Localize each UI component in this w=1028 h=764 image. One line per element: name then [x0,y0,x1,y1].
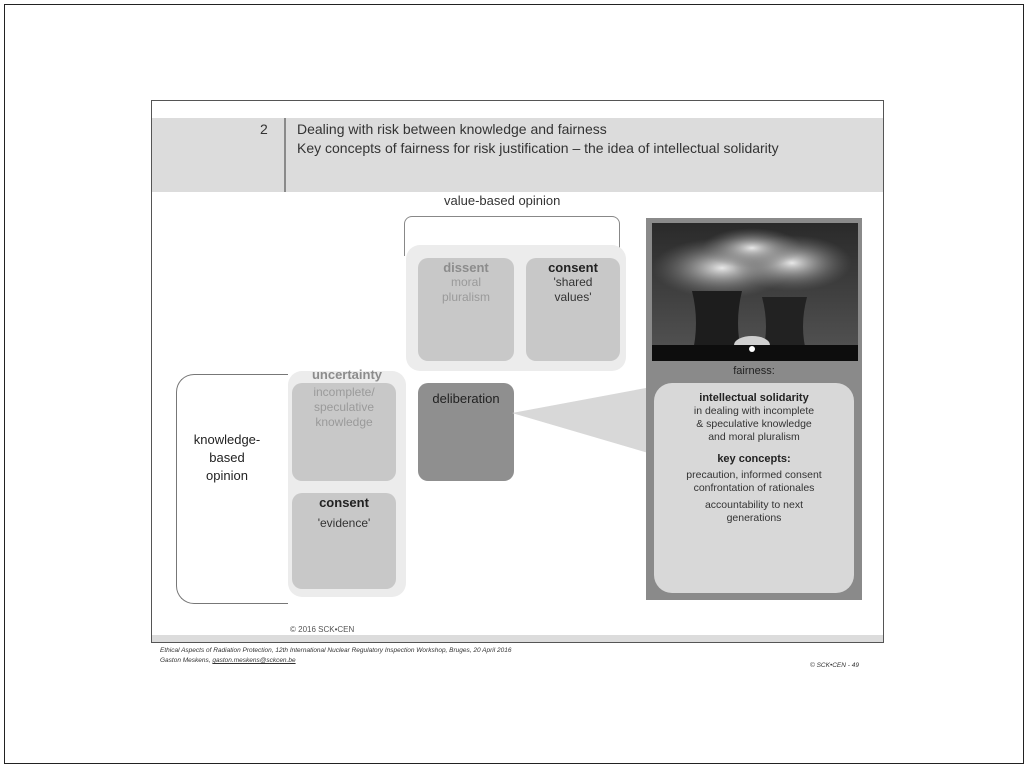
slide: 2 Dealing with risk between knowledge an… [151,100,884,643]
key-concepts-line3: accountability to next [704,499,804,511]
consent-shared-values-box: consent 'shared values' [526,258,620,361]
kbo-line3: opinion [206,468,248,483]
key-concepts-title: key concepts: [717,453,791,465]
knowledge-based-bracket [176,374,288,604]
footer-author: Gaston Meskens, gaston.meskens@sckcen.be [160,657,296,664]
fairness-heading: fairness: [733,365,775,377]
slide-subtitle: Key concepts of fairness for risk justif… [297,140,779,156]
consent-values-title: consent [548,260,598,275]
fairness-concepts-box: intellectual solidarity in dealing with … [654,383,854,593]
key-concepts-line1: precaution, informed consent [686,469,822,481]
key-concepts-line2: confrontation of rationales [693,482,815,494]
power-plant-photo [652,223,858,361]
dissent-line2: pluralism [441,290,490,304]
uncertainty-title: uncertainty [311,367,383,382]
page-number: © SCK•CEN - 49 [810,662,859,669]
consent-values-line2: values' [554,290,592,304]
solidarity-line3: and moral pluralism [708,431,800,443]
section-number: 2 [260,121,268,137]
kbo-line2: based [209,450,245,465]
callout-pointer [512,385,662,457]
uncertainty-box: incomplete/ speculative knowledge [292,383,396,481]
value-based-opinion-label: value-based opinion [444,193,561,208]
footer-author-email[interactable]: gaston.meskens@sckcen.be [212,657,296,664]
uncertainty-line2: speculative [313,400,375,414]
footer-citation: Ethical Aspects of Radiation Protection,… [160,647,512,654]
slide-footer-band [152,635,883,642]
consent-values-line1: 'shared [553,275,593,289]
solidarity-title: intellectual solidarity [699,392,809,404]
footer-author-name: Gaston Meskens, [160,657,211,664]
deliberation-box: deliberation [418,383,514,481]
slide-header-band [152,118,883,192]
consent-evidence-box: consent 'evidence' [292,493,396,589]
solidarity-line1: in dealing with incomplete [693,405,815,417]
solidarity-line2: & speculative knowledge [696,418,812,430]
slide-title: Dealing with risk between knowledge and … [297,121,607,137]
knowledge-based-opinion-label: knowledge- based opinion [182,431,272,485]
key-concepts-line4: generations [726,512,782,524]
consent-evidence-line1: 'evidence' [317,516,371,530]
uncertainty-line3: knowledge [315,415,373,429]
slide-copyright: © 2016 SCK•CEN [290,625,355,634]
uncertainty-line1: incomplete/ [313,385,375,399]
dissent-box: dissent moral pluralism [418,258,514,361]
deliberation-label: deliberation [432,391,500,406]
dissent-title: dissent [443,260,489,275]
consent-evidence-title: consent [319,495,369,510]
callout-triangle [512,385,662,457]
header-separator [284,118,286,192]
kbo-line1: knowledge- [193,432,261,447]
dissent-line1: moral [450,275,481,289]
